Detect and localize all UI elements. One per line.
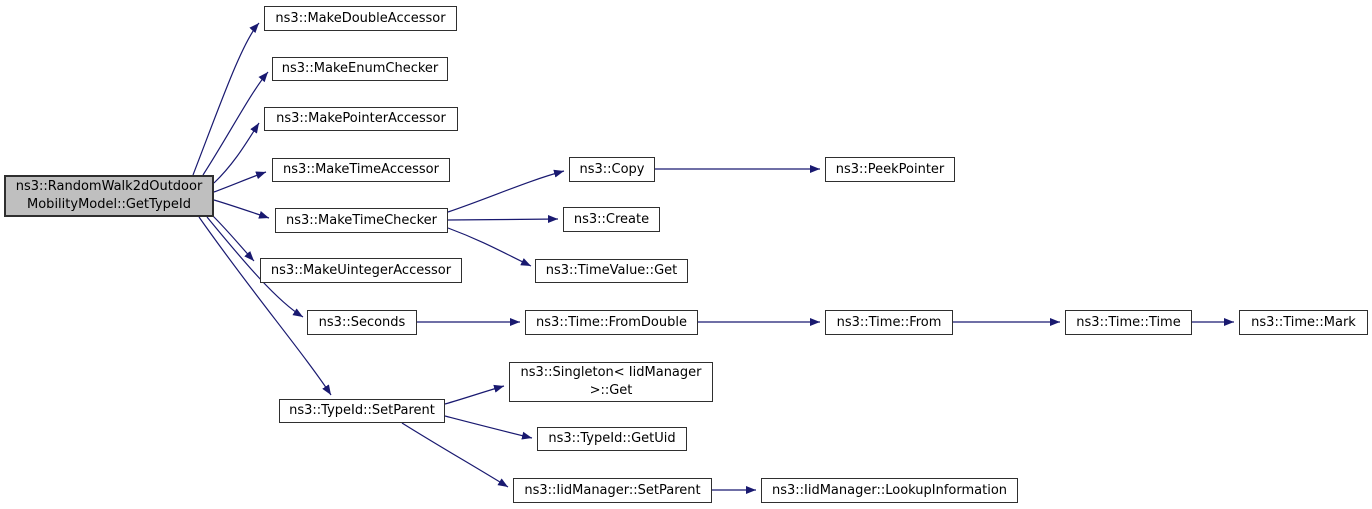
node-makepointeraccessor[interactable]: ns3::MakePointerAccessor — [264, 107, 458, 131]
edge-maketimechecker-to-create — [447, 215, 559, 224]
edge-gettypeid-to-makeuintegeraccessor — [211, 214, 255, 262]
node-singleton-iidmanager-get[interactable]: ns3::Singleton< IidManager >::Get — [509, 362, 713, 402]
edge-gettypeid-to-typeidsetparent — [198, 216, 332, 396]
node-time-fromdouble[interactable]: ns3::Time::FromDouble — [525, 310, 698, 335]
edge-gettypeid-to-maketimeaccessor — [213, 171, 267, 193]
node-copy[interactable]: ns3::Copy — [569, 157, 655, 182]
node-iidmanager-lookupinformation[interactable]: ns3::IidManager::LookupInformation — [761, 478, 1018, 503]
node-maketimechecker[interactable]: ns3::MakeTimeChecker — [275, 208, 448, 233]
node-typeid-setparent[interactable]: ns3::TypeId::SetParent — [279, 399, 445, 423]
edge-gettypeid-to-makepointeraccessor — [213, 122, 260, 184]
node-typeid-getuid[interactable]: ns3::TypeId::GetUid — [537, 427, 687, 451]
node-time-time[interactable]: ns3::Time::Time — [1065, 310, 1192, 335]
edge-typeidsetparent-to-singletonget — [444, 384, 505, 405]
edge-gettypeid-to-makedoubleaccessor — [192, 22, 260, 176]
node-time-from[interactable]: ns3::Time::From — [825, 310, 953, 335]
node-create[interactable]: ns3::Create — [563, 207, 660, 232]
edge-typeidsetparent-to-iidmanagersetparent — [401, 422, 509, 488]
node-peekpointer[interactable]: ns3::PeekPointer — [825, 157, 955, 182]
node-makeenumchecker[interactable]: ns3::MakeEnumChecker — [272, 57, 448, 81]
node-makeuintegeraccessor[interactable]: ns3::MakeUintegerAccessor — [260, 258, 462, 283]
node-timevalue-get[interactable]: ns3::TimeValue::Get — [535, 259, 688, 283]
node-randomwalk2doutdoormobilitymodel-gettypeid: ns3::RandomWalk2dOutdoor MobilityModel::… — [4, 175, 214, 217]
node-makedoubleaccessor[interactable]: ns3::MakeDoubleAccessor — [264, 6, 457, 31]
edge-gettypeid-to-makeenumchecker — [202, 71, 269, 176]
node-maketimeaccessor[interactable]: ns3::MakeTimeAccessor — [272, 158, 450, 182]
edge-gettypeid-to-maketimechecker — [213, 199, 270, 219]
edge-maketimechecker-to-copy — [447, 169, 565, 213]
edge-typeidsetparent-to-typeidgetuid — [444, 415, 533, 440]
node-time-mark[interactable]: ns3::Time::Mark — [1239, 310, 1368, 335]
node-iidmanager-setparent[interactable]: ns3::IidManager::SetParent — [513, 478, 712, 503]
node-seconds[interactable]: ns3::Seconds — [307, 310, 417, 335]
